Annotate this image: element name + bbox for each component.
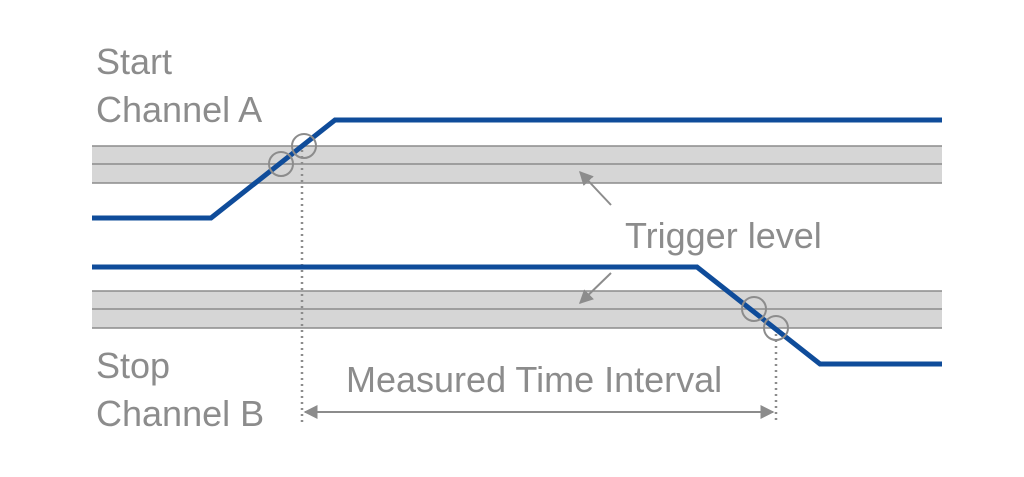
trigger-band-channel-a [92, 145, 942, 184]
crossing-circle-b-low [763, 315, 789, 341]
measured-interval-label: Measured Time Interval [346, 359, 722, 400]
stop-label-line2: Channel B [96, 393, 264, 434]
channel-b-signal [92, 264, 942, 367]
crossing-circle-a-high [291, 133, 317, 159]
trigger-band-channel-b [92, 290, 942, 329]
trigger-arrow-channel-a [579, 170, 612, 206]
crossing-circle-a-low [268, 151, 294, 177]
channel-a-signal [92, 117, 942, 221]
stop-label-line1: Stop [96, 345, 170, 386]
trigger-level-label: Trigger level [625, 215, 822, 256]
start-label-line1: Start [96, 41, 172, 82]
trigger-arrow-channel-b [578, 272, 612, 304]
crossing-circle-b-high [741, 296, 767, 322]
start-label-line2: Channel A [96, 89, 262, 130]
